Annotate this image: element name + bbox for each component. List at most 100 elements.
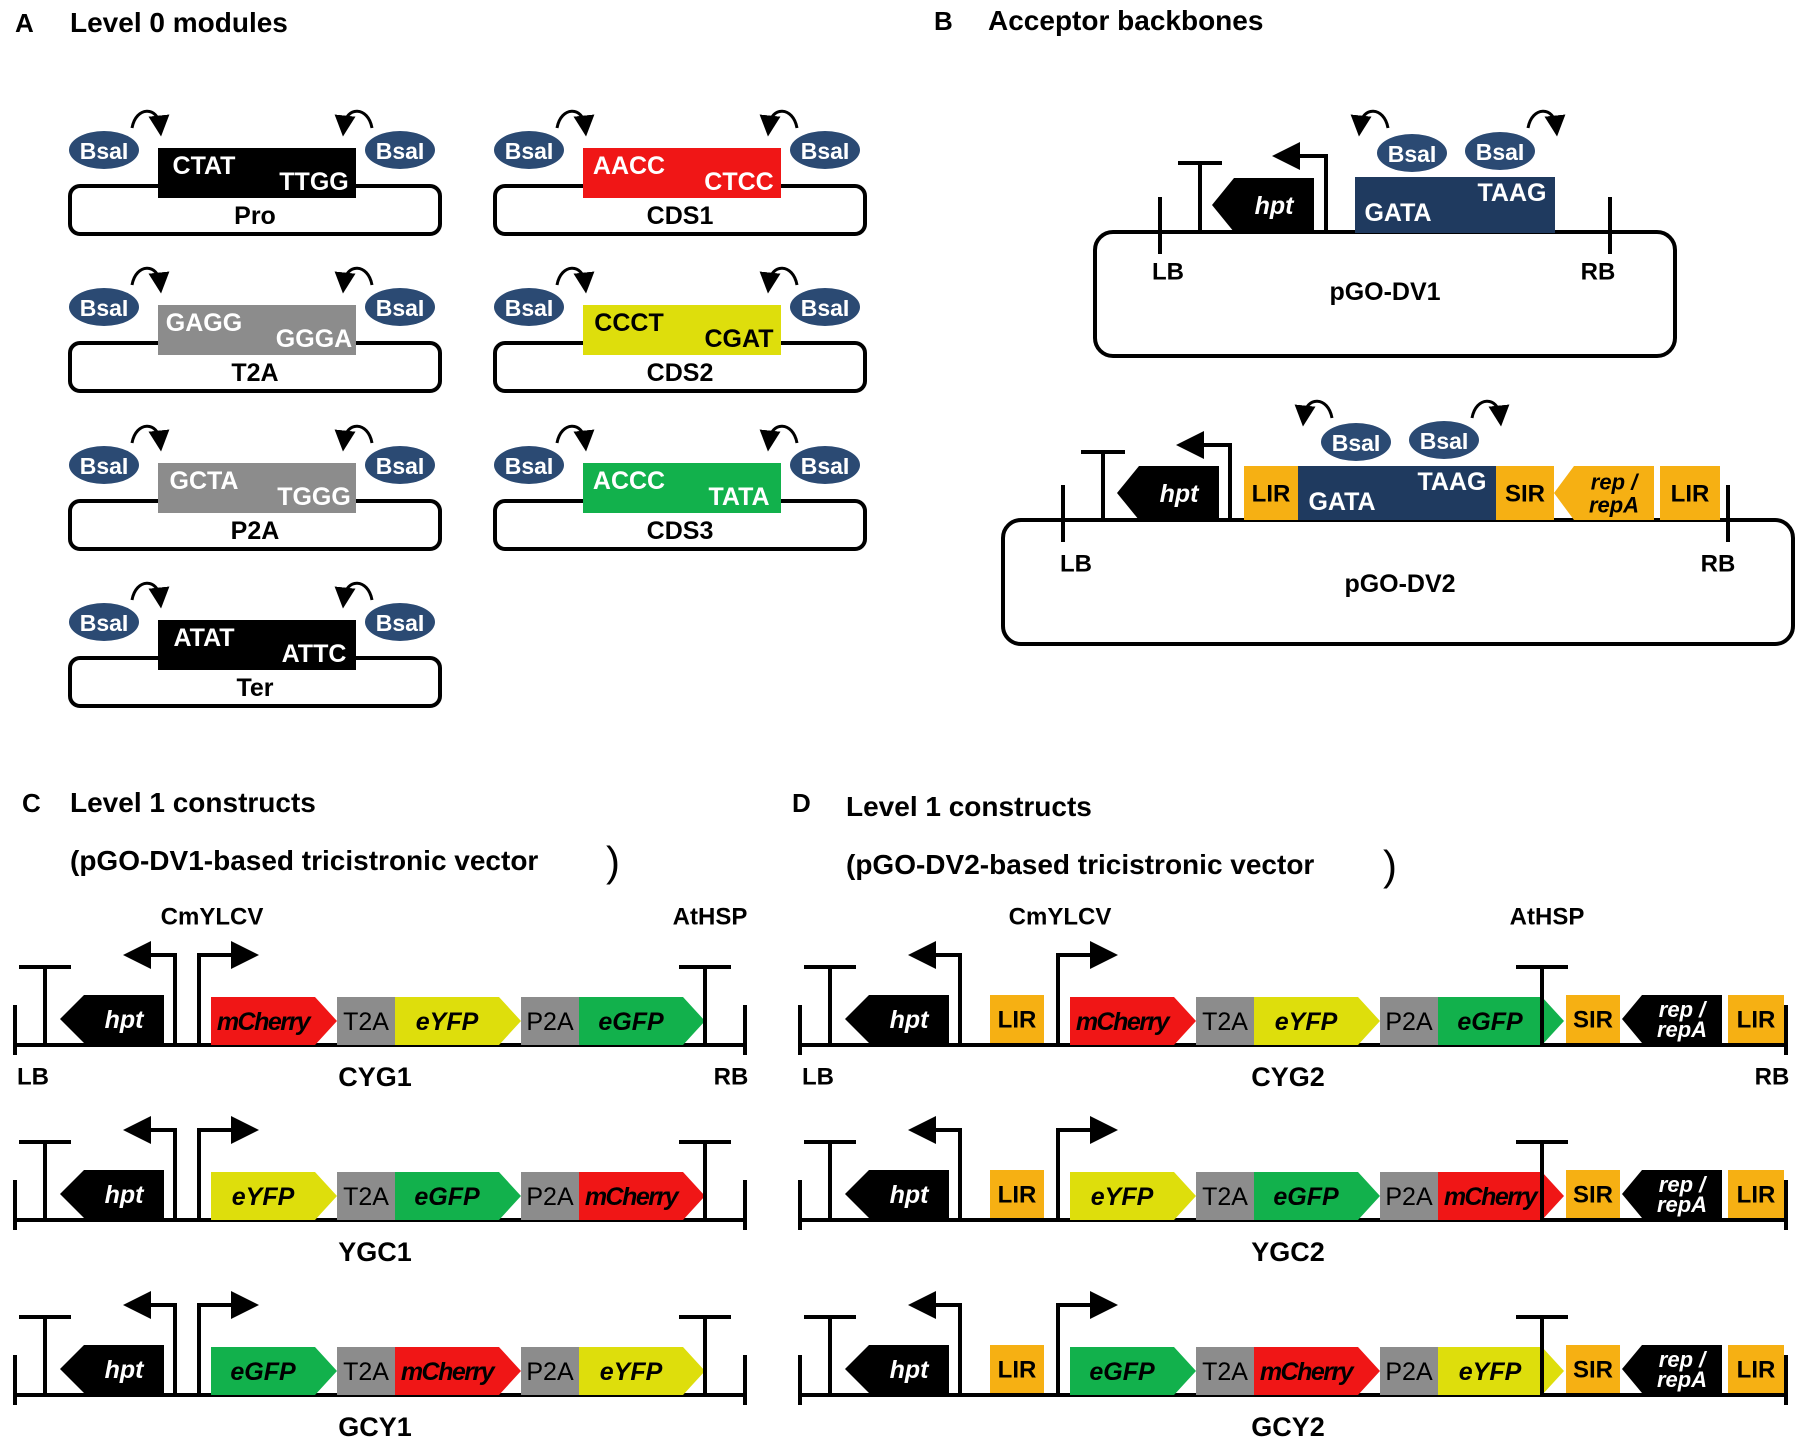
curved-arrow-cut-icon <box>334 581 374 609</box>
bent-arrow-promoter-icon <box>908 1116 962 1220</box>
panel-b-title: Acceptor backbones <box>988 5 1263 36</box>
left-overhang: CTAT <box>173 152 236 180</box>
curved-arrow-cut-icon <box>1526 109 1566 137</box>
bent-arrow-promoter-icon <box>197 1291 259 1395</box>
panel-a-letter: A <box>15 8 34 38</box>
linker-2a-block <box>1380 997 1438 1045</box>
t-bar-terminator-icon <box>679 1140 731 1220</box>
bsai-site <box>790 288 860 326</box>
rb-label: RB <box>1581 259 1616 286</box>
block-label: SIR <box>1573 1182 1613 1209</box>
block-label: P2A <box>526 1183 574 1211</box>
curved-arrow-cut-icon <box>555 424 595 452</box>
t-bar-terminator-icon <box>804 965 856 1045</box>
pentagon-arrow-gene-icon <box>395 1347 521 1395</box>
linker-2a-block <box>1196 1347 1254 1395</box>
rb-label: RB <box>1701 551 1736 578</box>
gene-label: rep / <box>1659 997 1708 1022</box>
gene-label: eYFP <box>416 1008 479 1036</box>
pentagon-arrow-gene-icon <box>60 1345 164 1393</box>
gene-label: hpt <box>1255 192 1296 220</box>
curved-arrow-cut-icon <box>130 109 170 137</box>
left-overhang: GCTA <box>170 467 239 495</box>
gene-label: mCherry <box>1444 1183 1539 1211</box>
right-overhang: GGGA <box>276 325 352 353</box>
sir-block <box>1496 466 1554 520</box>
module-name: CDS3 <box>647 517 714 545</box>
t-bar-terminator-icon <box>679 965 731 1045</box>
block-label: T2A <box>343 1358 389 1386</box>
curved-arrow-cut-icon <box>130 581 170 609</box>
pentagon-arrow-gene-icon <box>1070 1347 1196 1395</box>
gene-label: rep / <box>1659 1172 1708 1197</box>
terminator-label: AtHSP <box>673 904 748 931</box>
block-label: T2A <box>343 1183 389 1211</box>
gene-label: mCherry <box>1076 1008 1171 1036</box>
bent-arrow-promoter-icon <box>1056 1116 1118 1220</box>
rb-label: RB <box>1755 1064 1790 1091</box>
curved-arrow-cut-icon <box>759 266 799 294</box>
stuffer-block <box>1355 177 1555 233</box>
pentagon-arrow-gene-icon <box>1254 1172 1380 1220</box>
module-name: P2A <box>231 517 280 545</box>
left-overhang: ACCC <box>593 467 665 495</box>
block-label: SIR <box>1573 1007 1613 1034</box>
bent-arrow-promoter-icon <box>123 1291 177 1395</box>
module-name: T2A <box>231 359 278 387</box>
block-label: LIR <box>998 1357 1037 1384</box>
block-label: P2A <box>1385 1358 1433 1386</box>
pentagon-arrow-gene-icon <box>1070 1172 1196 1220</box>
curved-arrow-cut-icon <box>1350 109 1390 137</box>
module-insert <box>158 463 356 513</box>
curved-arrow-cut-icon <box>334 109 374 137</box>
block-label: LIR <box>1252 481 1291 508</box>
bsai-label: BsaI <box>376 295 425 321</box>
pentagon-arrow-gene-icon <box>1554 466 1654 520</box>
panel-d-letter: D <box>792 788 811 818</box>
pentagon-arrow-gene-icon <box>60 995 164 1043</box>
block-label: LIR <box>1737 1007 1776 1034</box>
right-overhang: TAAG <box>1478 179 1547 207</box>
t-bar-terminator-icon <box>1081 450 1125 520</box>
gene-label: hpt <box>105 1181 146 1209</box>
terminator-label: AtHSP <box>1510 904 1585 931</box>
panel-c-letter: C <box>22 788 41 818</box>
pentagon-arrow-gene-icon <box>579 1172 705 1220</box>
right-overhang: ATTC <box>282 640 347 668</box>
pentagon-arrow-gene-icon <box>845 1170 949 1218</box>
gene-label: mCherry <box>585 1183 680 1211</box>
curved-arrow-cut-icon <box>334 266 374 294</box>
gene-label: rep / <box>1591 470 1640 495</box>
bent-arrow-promoter-icon <box>908 1291 962 1395</box>
pentagon-arrow-gene-icon <box>211 997 337 1045</box>
gene-label: eYFP <box>232 1183 295 1211</box>
bent-arrow-promoter-icon <box>1176 431 1232 520</box>
bent-arrow-promoter-icon <box>123 1116 177 1220</box>
module-insert <box>158 148 356 198</box>
left-overhang: GAGG <box>166 309 242 337</box>
gene-label: rep / <box>1659 1347 1708 1372</box>
pentagon-arrow-gene-icon <box>395 997 521 1045</box>
left-overhang: AACC <box>593 152 665 180</box>
module-insert <box>583 305 781 355</box>
linker-2a-block <box>337 1347 395 1395</box>
bsai-site <box>790 131 860 169</box>
bent-arrow-promoter-icon <box>123 941 177 1045</box>
bsai-label: BsaI <box>80 610 129 636</box>
sir-block <box>1566 1345 1620 1393</box>
bsai-label: BsaI <box>376 453 425 479</box>
t-bar-terminator-icon <box>19 965 71 1045</box>
bsai-site <box>1321 423 1391 461</box>
bent-arrow-promoter-icon <box>197 941 259 1045</box>
bsai-label: BsaI <box>1332 430 1381 456</box>
block-label: P2A <box>526 1008 574 1036</box>
